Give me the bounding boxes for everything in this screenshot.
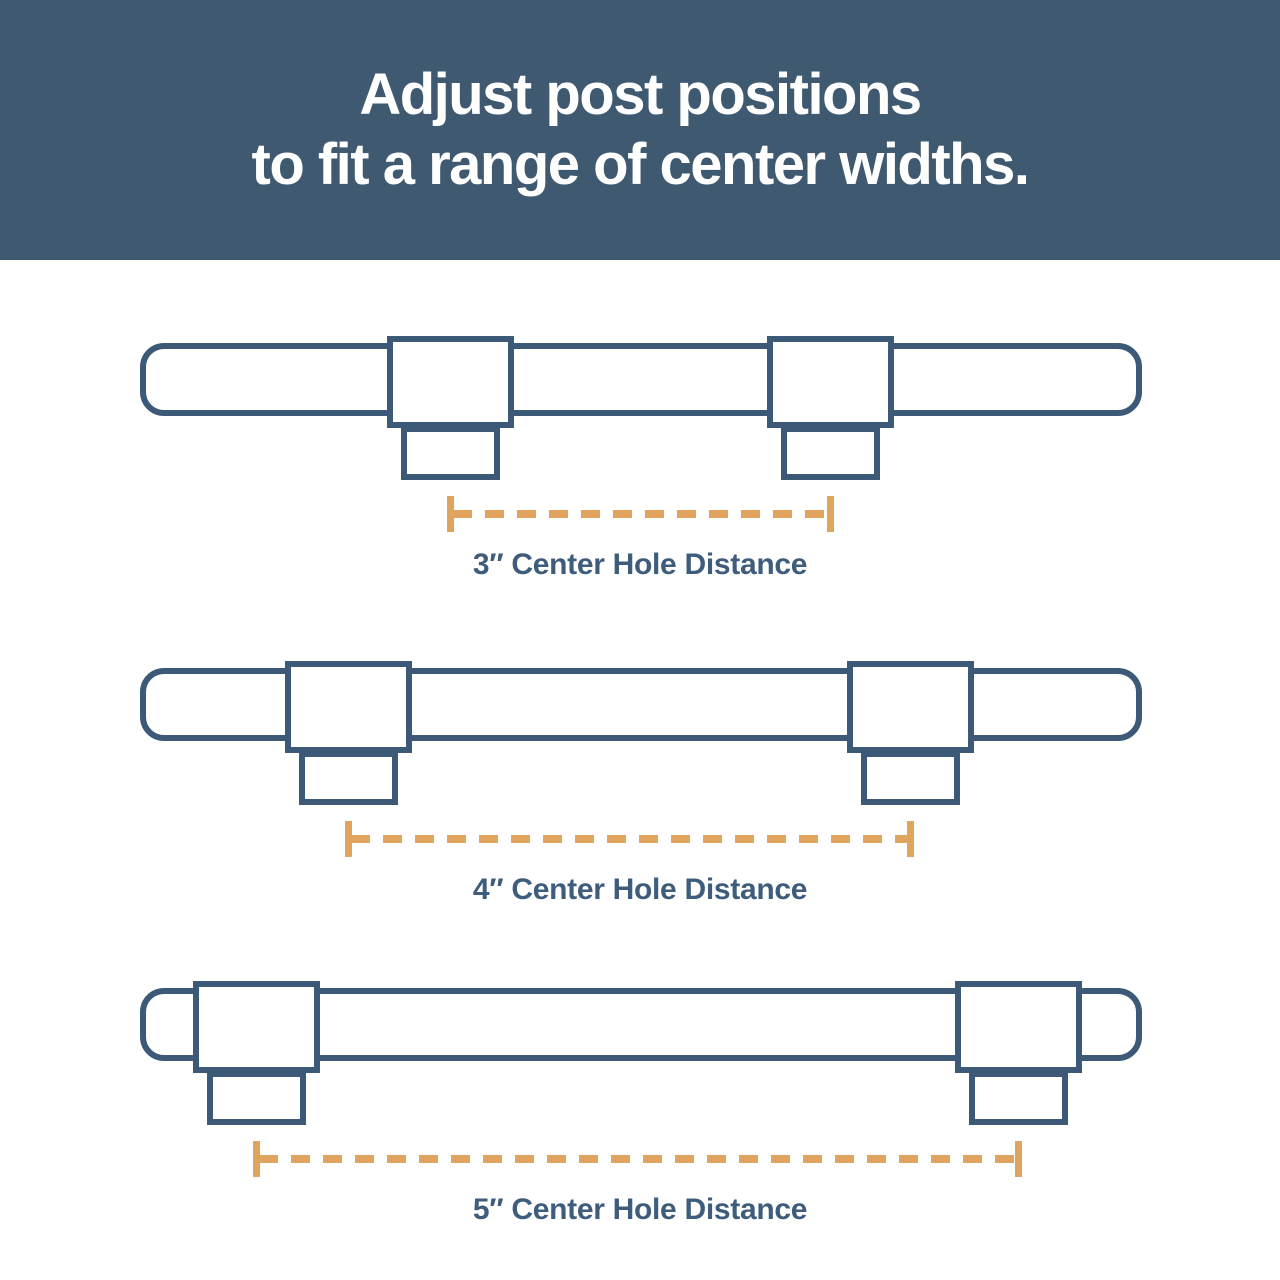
measure-tick-right — [1014, 1141, 1022, 1177]
handle-bar — [140, 343, 1142, 416]
measure-tick-left — [446, 496, 454, 532]
measure-dashed-line — [259, 1155, 1015, 1163]
diagram-canvas: 3″ Center Hole Distance 4″ Center Hole Di… — [0, 260, 1280, 1280]
post-left — [386, 336, 514, 428]
post-screw-left — [400, 426, 500, 480]
post-right — [846, 661, 974, 753]
post-screw-right — [780, 426, 880, 480]
measure-tick-right — [826, 496, 834, 532]
measure-dashed-line — [351, 835, 907, 843]
post-screw-left — [298, 751, 398, 805]
measure-dashed-line — [453, 510, 827, 518]
measure-tick-left — [252, 1141, 260, 1177]
post-screw-left — [206, 1071, 306, 1125]
post-right — [766, 336, 894, 428]
measure-tick-right — [906, 821, 914, 857]
measure-label: 5″ Center Hole Distance — [472, 1193, 808, 1226]
post-left — [192, 981, 320, 1073]
header-title-line2: to fit a range of center widths. — [251, 132, 1030, 197]
post-left — [284, 661, 412, 753]
header-title-line1: Adjust post positions — [359, 62, 922, 127]
post-screw-right — [968, 1071, 1068, 1125]
measure-label: 3″ Center Hole Distance — [472, 548, 808, 581]
header-banner: Adjust post positions to fit a range of … — [0, 0, 1280, 260]
post-right — [954, 981, 1082, 1073]
measure-label: 4″ Center Hole Distance — [472, 873, 808, 906]
post-screw-right — [860, 751, 960, 805]
measure-tick-left — [344, 821, 352, 857]
